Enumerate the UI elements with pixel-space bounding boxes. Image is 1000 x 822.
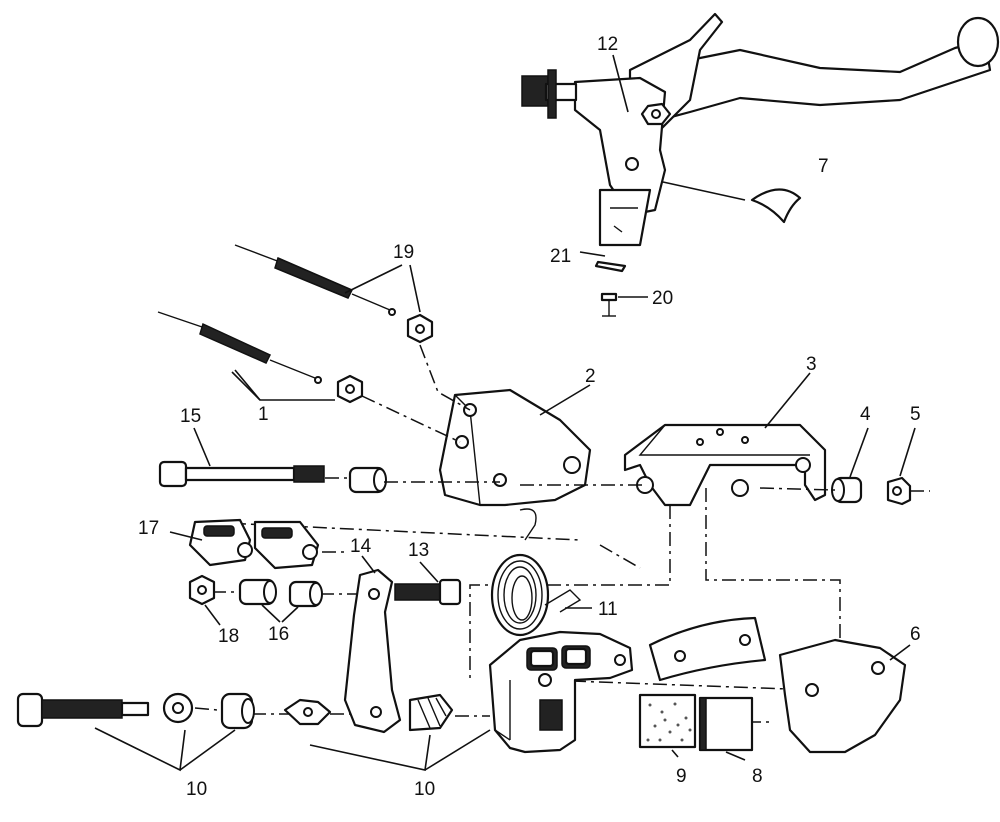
lever-blade [638,38,992,122]
adjuster-gear [547,69,557,119]
part-20-screw [600,292,618,302]
callout-1: 1 [258,404,269,425]
callout-4: 4 [860,404,871,425]
brake-lever-assembly [521,12,1000,317]
lever-lower-clamp [598,188,652,247]
part-6-backing-plate [778,638,911,754]
part-11-coil-spring [490,508,592,637]
cable-19-spring [274,256,354,299]
part-21-shim [594,260,627,273]
callout-10-right: 10 [414,779,435,800]
cable-1-spring [199,322,272,364]
part-9-pad [638,693,697,749]
lever-ball-end [956,16,1000,68]
brake-cables [157,244,434,404]
part-15-long-bolt [158,427,387,494]
callout-14: 14 [350,536,372,557]
adjuster-knob [521,75,549,107]
callout-16: 16 [268,624,289,645]
brake-shoe-plate [648,616,767,682]
parts-8-9-pads [638,693,754,761]
callout-18: 18 [218,626,239,647]
parts-4-5-spacer-nut [831,427,916,506]
part-10-hardware [16,692,491,772]
callout-17: 17 [138,518,159,539]
pivot-hole [651,109,661,119]
callout-10-left: 10 [186,779,207,800]
callout-11: 11 [598,599,618,620]
callout-15: 15 [180,406,201,427]
parts-16-18 [188,574,323,626]
callout-8: 8 [752,766,763,787]
callout-7: 7 [818,156,829,177]
callout-19: 19 [393,242,414,263]
part-14-arm [343,555,402,734]
callout-20: 20 [652,288,673,309]
caliper-body [488,630,634,754]
callout-6: 6 [910,624,921,645]
callout-5: 5 [910,404,921,425]
part-2-bracket [438,384,592,507]
callout-3: 3 [806,354,817,375]
callout-21: 21 [550,246,571,267]
part-8-pad-backing [698,696,754,752]
callout-labels: 1 2 3 4 5 6 7 8 9 10 10 11 12 13 14 15 1… [138,34,921,800]
part-17-cable-clamps [169,518,320,570]
callout-13: 13 [408,540,429,561]
callout-12: 12 [597,34,618,55]
callout-9: 9 [676,766,687,787]
part-7-half-washer [750,188,802,224]
clamp-hole [625,157,639,171]
part-13-bolt [394,561,462,606]
callout-2: 2 [585,366,596,387]
part-3-bracket [623,372,827,507]
